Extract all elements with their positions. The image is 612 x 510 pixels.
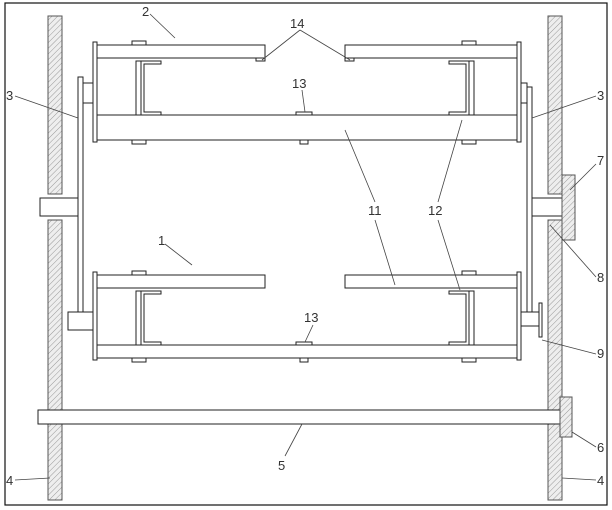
wall-right xyxy=(547,15,563,501)
block-6 xyxy=(559,396,573,438)
upper-frame-mount xyxy=(82,82,94,104)
wall-left xyxy=(47,15,63,501)
label-rail: 11 xyxy=(368,203,382,218)
label-bar-right: 3 xyxy=(597,88,604,103)
pivot-right xyxy=(531,197,563,217)
label-bolt-upper: 13 xyxy=(292,76,306,91)
vertical-bar-left xyxy=(77,76,84,313)
upper-frame xyxy=(92,40,522,145)
leader-lines xyxy=(14,13,597,481)
label-frame-lower: 1 xyxy=(158,233,165,248)
flange-9 xyxy=(538,302,543,338)
label-wall-right: 4 xyxy=(597,473,604,488)
pivot-left xyxy=(39,197,79,217)
lower-frame-mount-left xyxy=(67,311,94,331)
lower-frame xyxy=(92,270,522,363)
label-bearing: 8 xyxy=(597,270,604,285)
flange-shaft xyxy=(520,311,540,327)
upper-frame-mount-right xyxy=(520,82,528,104)
label-wall-left: 4 xyxy=(6,473,13,488)
shaft-5 xyxy=(37,409,561,425)
label-flange: 9 xyxy=(597,346,604,361)
label-frame-upper: 2 xyxy=(142,4,149,19)
label-channel: 12 xyxy=(428,203,442,218)
block-7 xyxy=(561,174,576,241)
label-block-upper: 7 xyxy=(597,153,604,168)
vertical-bar-right xyxy=(526,86,533,323)
label-bar-left: 3 xyxy=(6,88,13,103)
drawing-border xyxy=(4,2,608,506)
label-bolt-lower: 13 xyxy=(304,310,318,325)
label-shaft: 5 xyxy=(278,458,285,473)
label-block-lower: 6 xyxy=(597,440,604,455)
label-stopper: 14 xyxy=(290,16,304,31)
